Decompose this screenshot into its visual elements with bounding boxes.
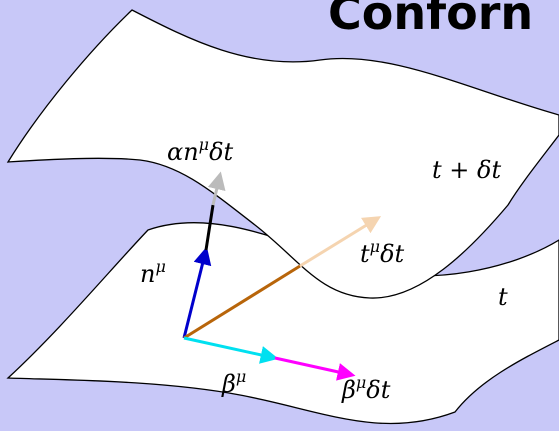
shift-vector-label: βμ [221, 367, 246, 398]
alpha-n-arrow [207, 171, 226, 206]
lower-surface-label: t [498, 283, 508, 311]
shift-vector [183, 336, 279, 364]
normal-vector-label: nμ [140, 257, 166, 288]
time-vector-extension [299, 216, 382, 268]
shift-dt-label: βμδt [341, 373, 391, 404]
upper-surface [6, 9, 559, 299]
time-vector-label: tμδt [360, 237, 405, 268]
normal-extension [204, 204, 215, 251]
upper-surface-label: t + δt [432, 156, 501, 184]
slide-title: Conforn [328, 0, 534, 40]
lower-surface [6, 222, 559, 425]
alpha-n-label: αnμδt [167, 135, 234, 166]
shift-extension [274, 356, 356, 381]
time-vector [183, 264, 301, 340]
normal-vector [182, 246, 212, 339]
